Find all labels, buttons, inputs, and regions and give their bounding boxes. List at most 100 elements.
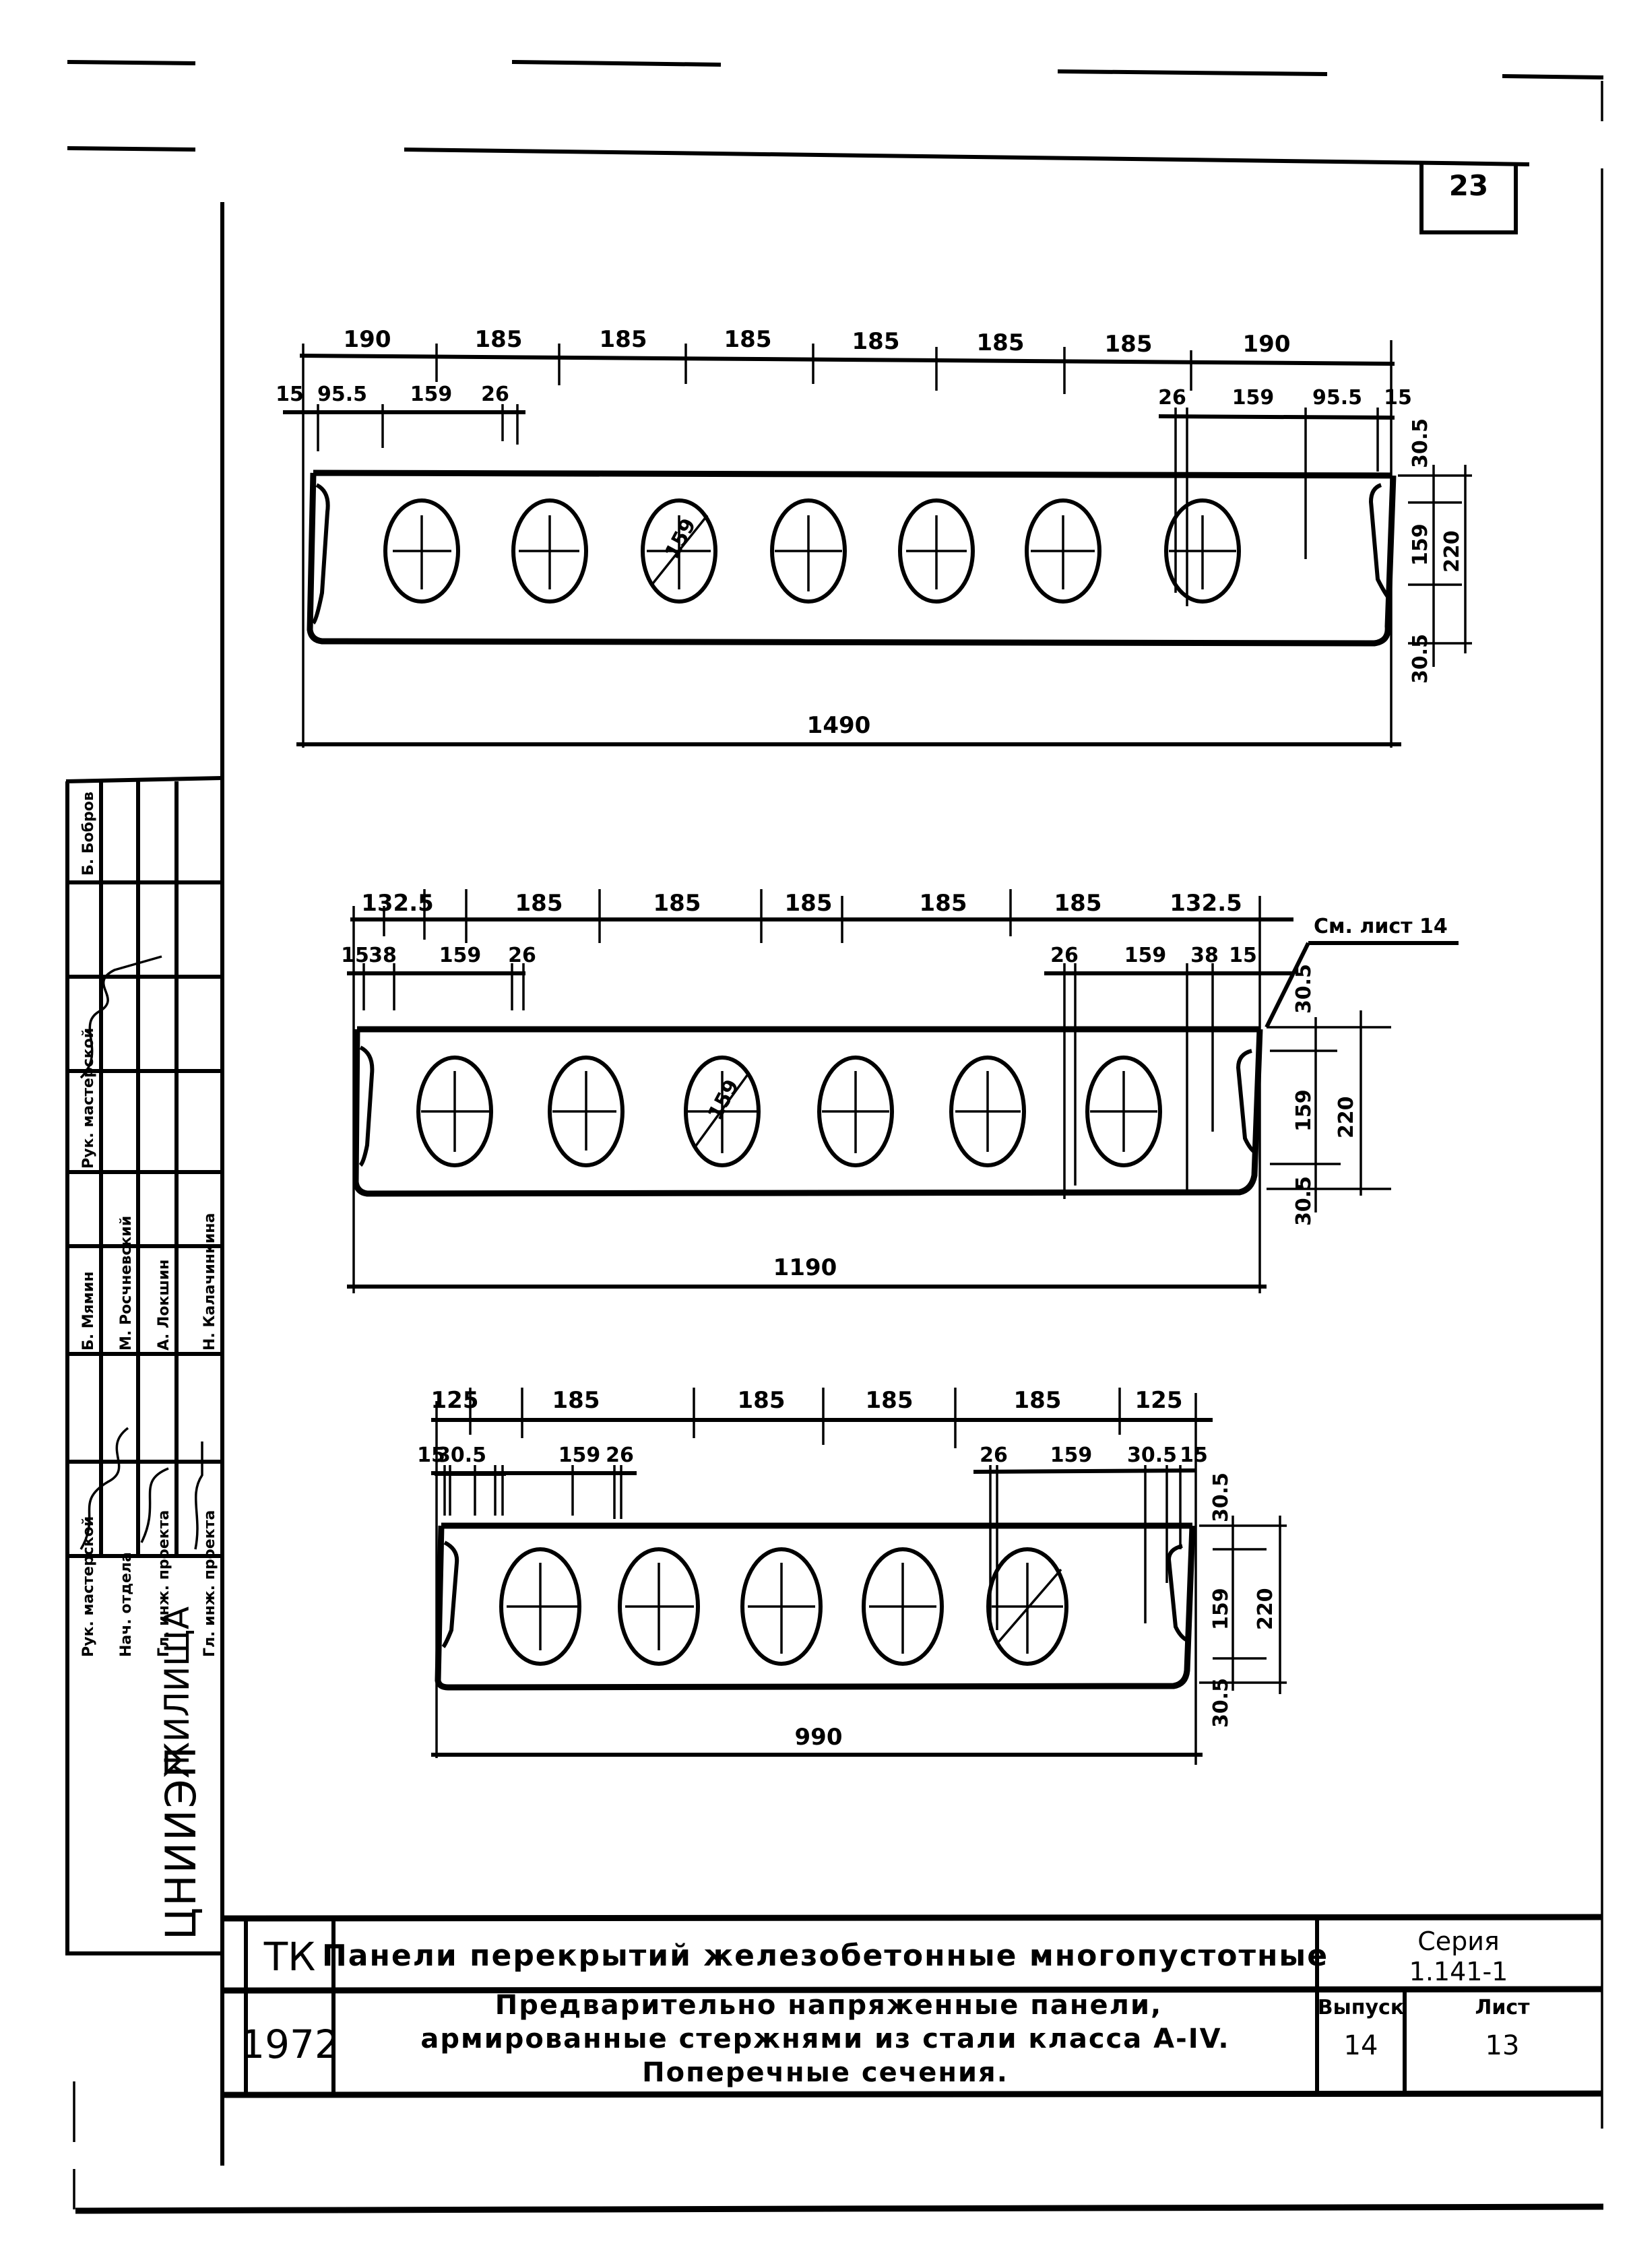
panel-outline — [435, 1522, 1196, 1691]
stamp-name-3: М. Росчневский — [118, 1216, 135, 1351]
sheet-value: 13 — [1485, 2030, 1520, 2061]
stamp-role-3: Нач. отдела — [118, 1552, 135, 1657]
dim-top-4: 185 — [866, 1387, 914, 1414]
hole — [862, 1547, 944, 1666]
hole — [770, 498, 847, 604]
dim-top-3: 185 — [600, 326, 647, 353]
title-code: ТК — [263, 1934, 316, 1980]
section-panel-990: 125 185 185 185 185 125 15 30.5 159 26 2… — [417, 1387, 1287, 1765]
dim-top-1: 125 — [431, 1387, 479, 1414]
dim-top-2: 185 — [552, 1387, 600, 1414]
hole — [740, 1547, 823, 1666]
dim-right-2: 159 — [1124, 944, 1167, 967]
stamp-name-4: А. Локшин — [156, 1260, 172, 1351]
dim-vert-total: 220 — [1440, 530, 1464, 573]
title-sub-line-1: Предварительно напряженные панели, — [495, 1990, 1162, 2021]
dim-left-2: 95.5 — [317, 383, 367, 406]
dim-vert-total: 220 — [1254, 1588, 1277, 1630]
dim-overall-width: 1490 — [807, 712, 871, 739]
dim-left-1: 15 — [417, 1444, 445, 1467]
hole-row — [499, 1547, 1068, 1666]
dim-top-5: 185 — [1014, 1387, 1062, 1414]
dim-vert-hole: 159 — [1409, 523, 1432, 566]
dim-top-1: 132.5 — [361, 890, 434, 917]
dim-right-4: 15 — [1180, 1444, 1208, 1467]
hole-with-diameter: 159 — [641, 498, 717, 604]
approval-stamp: Б. Бобров Рук. мастерской Б. Мямин М. Ро… — [65, 776, 223, 1955]
issue-label: Выпуск — [1318, 1996, 1404, 2019]
panel-outline — [307, 469, 1397, 647]
hole — [618, 1547, 700, 1666]
hole — [416, 1056, 493, 1167]
dim-right-1: 26 — [1158, 386, 1186, 410]
dim-left-3: 159 — [410, 383, 453, 406]
dim-left-1: 15 — [341, 944, 369, 967]
stamp-name-2: Б. Мямин — [80, 1272, 97, 1351]
section-panel-1490: 190 185 185 185 185 185 185 190 15 95.5 … — [276, 326, 1472, 748]
dim-vert-top: 30.5 — [1292, 964, 1316, 1014]
hole — [548, 1056, 625, 1167]
dim-vert-top: 30.5 — [1209, 1472, 1233, 1522]
stamp-role-2: Рук. мастерской — [80, 1516, 97, 1657]
hole-with-diameter — [986, 1547, 1068, 1666]
dim-vert-top: 30.5 — [1409, 418, 1432, 468]
dim-top-1: 190 — [344, 326, 391, 353]
stamp-name-5: Н. Калачинкина — [201, 1213, 218, 1351]
title-main: Панели перекрытий железобетонные многопу… — [322, 1939, 1329, 1973]
title-year: 1972 — [240, 2021, 340, 2067]
sheet-label: Лист — [1475, 1996, 1530, 2019]
hole-row: 159 — [416, 1056, 1162, 1167]
issue-value: 14 — [1344, 2030, 1378, 2061]
dim-right-4: 15 — [1229, 944, 1257, 967]
hole — [511, 498, 588, 604]
dim-right-4: 15 — [1384, 386, 1412, 410]
dim-left-2: 38 — [369, 944, 397, 967]
organization-logo: ЦНИИЭП — [156, 1745, 205, 1940]
dim-vert-total: 220 — [1335, 1096, 1358, 1138]
stamp-role-5: Гл. инж. проекта — [201, 1510, 218, 1657]
hole-diameter-label: 159 — [660, 515, 701, 563]
dim-right-1: 26 — [1050, 944, 1079, 967]
title-sub-line-2: армированные стержнями из стали класса А… — [420, 2023, 1229, 2054]
section-panel-1190: 132.5 185 185 185 185 185 132.5 15 38 15… — [341, 889, 1459, 1293]
stamp-name-1: Б. Бобров — [80, 791, 97, 876]
dim-left-4: 26 — [508, 944, 536, 967]
dim-right-2: 159 — [1050, 1444, 1093, 1467]
dim-top-5: 185 — [920, 890, 967, 917]
dim-top-8: 190 — [1243, 331, 1291, 358]
dim-left-4: 26 — [606, 1444, 634, 1467]
hole-diameter-label: 159 — [703, 1076, 744, 1124]
dim-left-1: 15 — [276, 383, 304, 406]
title-sub-line-3: Поперечные сечения. — [642, 2057, 1009, 2088]
page-number: 23 — [1449, 169, 1488, 202]
dim-left-4: 26 — [481, 383, 509, 406]
signature-2 — [79, 1427, 169, 1550]
page-number-box: 23 — [1419, 163, 1518, 234]
dim-top-7: 132.5 — [1170, 890, 1242, 917]
dim-top-3: 185 — [738, 1387, 786, 1414]
hole — [817, 1056, 894, 1167]
dim-vert-bottom: 30.5 — [1409, 634, 1432, 684]
callout-text: См. лист 14 — [1314, 915, 1448, 938]
dim-left-3: 159 — [558, 1444, 601, 1467]
panel-outline — [352, 1026, 1263, 1197]
dim-top-5: 185 — [852, 328, 900, 355]
hole-with-diameter: 159 — [684, 1056, 761, 1167]
sheet-frame — [67, 60, 1604, 2214]
hole — [499, 1547, 581, 1666]
dim-top-4: 185 — [724, 326, 772, 353]
title-block: ТК 1972 Панели перекрытий железобетонные… — [220, 1914, 1603, 2098]
dim-top-3: 185 — [653, 890, 701, 917]
hole — [1025, 498, 1101, 604]
dim-vert-hole: 159 — [1209, 1588, 1233, 1630]
hole — [383, 498, 460, 604]
signature-1 — [79, 955, 162, 1079]
dim-left-2: 30.5 — [437, 1444, 486, 1467]
hole — [898, 498, 975, 604]
dim-overall-width: 990 — [795, 1724, 843, 1751]
hole-row: 159 — [383, 498, 1241, 604]
stamp-role-1: Рук. мастерской — [80, 1028, 97, 1169]
stamp-role-4: Гл. инж. проекта — [156, 1510, 172, 1657]
dim-left-3: 159 — [439, 944, 482, 967]
dim-right-3: 95.5 — [1312, 386, 1362, 410]
